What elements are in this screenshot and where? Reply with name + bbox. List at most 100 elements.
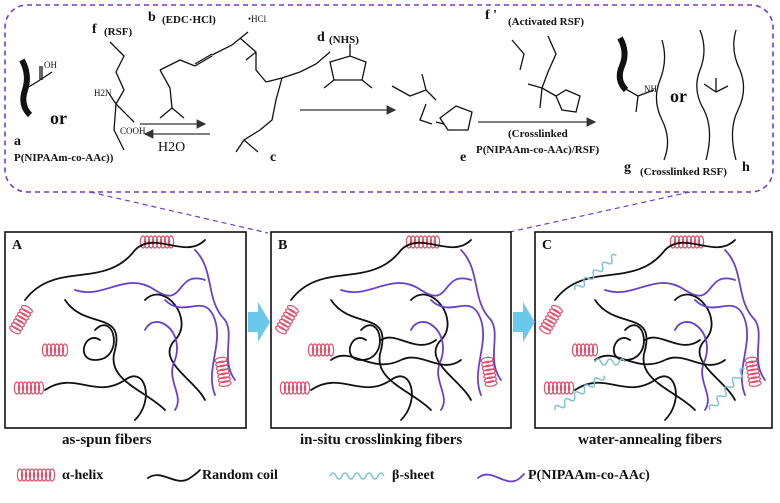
fiber-network bbox=[539, 235, 766, 421]
label-f: f bbox=[92, 22, 97, 37]
panel-c-letter: C bbox=[542, 238, 553, 253]
copolymer-chain bbox=[164, 299, 219, 396]
structure-e bbox=[391, 73, 473, 131]
copolymer-chain bbox=[724, 249, 766, 381]
label-d-name: (NHS) bbox=[329, 34, 359, 46]
atom-cooh: COOH bbox=[120, 126, 146, 136]
alpha-helix bbox=[279, 381, 311, 395]
label-a: a bbox=[14, 134, 21, 149]
label-or-left: or bbox=[50, 108, 67, 128]
beta-sheet bbox=[329, 472, 385, 480]
copolymer-chain bbox=[460, 249, 502, 381]
atom-hcl: •HCl bbox=[248, 14, 267, 24]
alpha-helix bbox=[41, 343, 69, 357]
alpha-helix bbox=[214, 356, 232, 387]
reaction-scheme-box bbox=[4, 4, 774, 193]
beta-sheet bbox=[594, 358, 626, 366]
arrow-b-to-c-icon bbox=[513, 302, 535, 342]
legend-label-copolymer: P(NIPAAm-co-AAc) bbox=[528, 468, 650, 483]
random-coil bbox=[594, 299, 696, 411]
label-crosslinked-rsf: (Crosslinked RSF) bbox=[640, 166, 727, 178]
copolymer-chain bbox=[430, 299, 485, 396]
random-coil bbox=[554, 239, 736, 301]
alpha-helix bbox=[543, 381, 575, 395]
legend-label-helix: α-helix bbox=[62, 468, 104, 483]
alpha-helix bbox=[13, 381, 45, 395]
label-f-prime: f ' bbox=[485, 8, 498, 23]
alpha-helix bbox=[405, 235, 441, 249]
random-coil bbox=[380, 336, 437, 346]
copolymer-chain bbox=[144, 321, 179, 411]
random-coil bbox=[24, 239, 206, 301]
legend-random-coil-icon bbox=[147, 469, 201, 482]
label-f-prime-name: (Activated RSF) bbox=[508, 16, 585, 28]
copolymer-chain bbox=[694, 299, 749, 396]
copolymer-chain bbox=[340, 277, 472, 297]
label-water: H2O bbox=[158, 140, 186, 155]
label-b: b bbox=[148, 10, 156, 25]
structure-g bbox=[616, 36, 669, 161]
panel-c-caption: water-annealing fibers bbox=[578, 432, 723, 448]
atom-nh: NH bbox=[644, 84, 657, 94]
panel-b-caption: in-situ crosslinking fibers bbox=[300, 432, 463, 448]
structure-f-rsf bbox=[107, 41, 135, 151]
atom-oh: OH bbox=[44, 60, 57, 70]
alpha-helix bbox=[307, 343, 335, 357]
label-crosslinked-line1: (Crosslinked bbox=[508, 128, 568, 140]
panel-a-caption: as-spun fibers bbox=[62, 432, 152, 448]
copolymer-chain bbox=[410, 321, 445, 411]
panel-a-frame bbox=[4, 231, 247, 429]
random-coil bbox=[330, 354, 462, 366]
random-coil bbox=[64, 299, 166, 411]
legend-copolymer-icon bbox=[477, 473, 525, 483]
fiber-network bbox=[9, 235, 236, 421]
label-a-name: P(NIPAAm-co-AAc)) bbox=[14, 152, 114, 164]
random-coil bbox=[574, 375, 677, 421]
beta-sheet bbox=[708, 367, 745, 411]
copolymer-chain bbox=[674, 321, 709, 411]
label-or-right: or bbox=[670, 86, 687, 106]
random-coil bbox=[410, 293, 472, 401]
alpha-helix bbox=[744, 356, 762, 387]
structure-a bbox=[19, 58, 53, 118]
random-coil bbox=[644, 336, 701, 346]
copolymer-chain bbox=[194, 249, 236, 381]
alpha-helix bbox=[275, 304, 299, 335]
alpha-helix bbox=[539, 304, 563, 335]
atom-h2n: H2N bbox=[94, 88, 112, 98]
arrow-a-to-b-icon bbox=[248, 302, 270, 342]
random-coil bbox=[290, 239, 472, 301]
label-h: h bbox=[742, 160, 750, 175]
label-e: e bbox=[460, 150, 467, 165]
structure-b-edc bbox=[159, 31, 249, 119]
copolymer-chain bbox=[74, 277, 206, 297]
structure-h bbox=[696, 29, 745, 161]
fiber-network bbox=[275, 235, 502, 421]
zoom-line-left bbox=[89, 191, 269, 234]
random-coil bbox=[83, 324, 115, 361]
alpha-helix bbox=[9, 304, 33, 335]
random-coil bbox=[44, 375, 147, 421]
label-c: c bbox=[270, 150, 277, 165]
label-b-name: (EDC·HCl) bbox=[162, 14, 216, 26]
copolymer-chain bbox=[604, 277, 736, 297]
random-coil bbox=[330, 299, 432, 411]
label-crosslinked-line2: P(NIPAAm-co-AAc)/RSF) bbox=[476, 144, 600, 156]
alpha-helix bbox=[669, 235, 705, 249]
random-coil bbox=[144, 293, 206, 401]
beta-sheet bbox=[573, 253, 617, 291]
structure-d-nhs bbox=[323, 44, 373, 89]
alpha-helix bbox=[139, 235, 175, 249]
label-g: g bbox=[624, 160, 631, 175]
panel-b-letter: B bbox=[278, 238, 288, 253]
legend-label-random-coil: Random coil bbox=[202, 468, 278, 483]
random-coil bbox=[674, 293, 736, 401]
random-coil bbox=[594, 354, 726, 366]
random-coil bbox=[310, 375, 413, 421]
alpha-helix bbox=[16, 468, 56, 482]
alpha-helix bbox=[571, 343, 599, 357]
structure-c bbox=[235, 37, 331, 153]
zoom-line-right bbox=[504, 191, 691, 234]
